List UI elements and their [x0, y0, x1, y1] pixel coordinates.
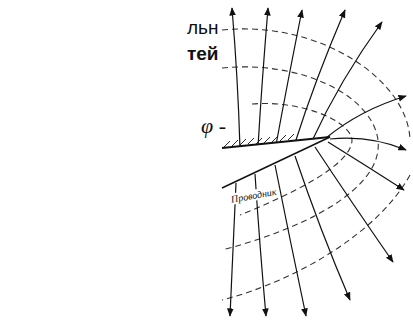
conductor	[222, 134, 330, 188]
potential-symbol: φ -	[200, 114, 227, 138]
conductor-label: Проводник	[229, 186, 278, 205]
slide-text-fragment: льн	[186, 18, 219, 39]
equipotential-lines	[222, 29, 410, 300]
slide-heading-fragment: тей	[186, 44, 220, 65]
